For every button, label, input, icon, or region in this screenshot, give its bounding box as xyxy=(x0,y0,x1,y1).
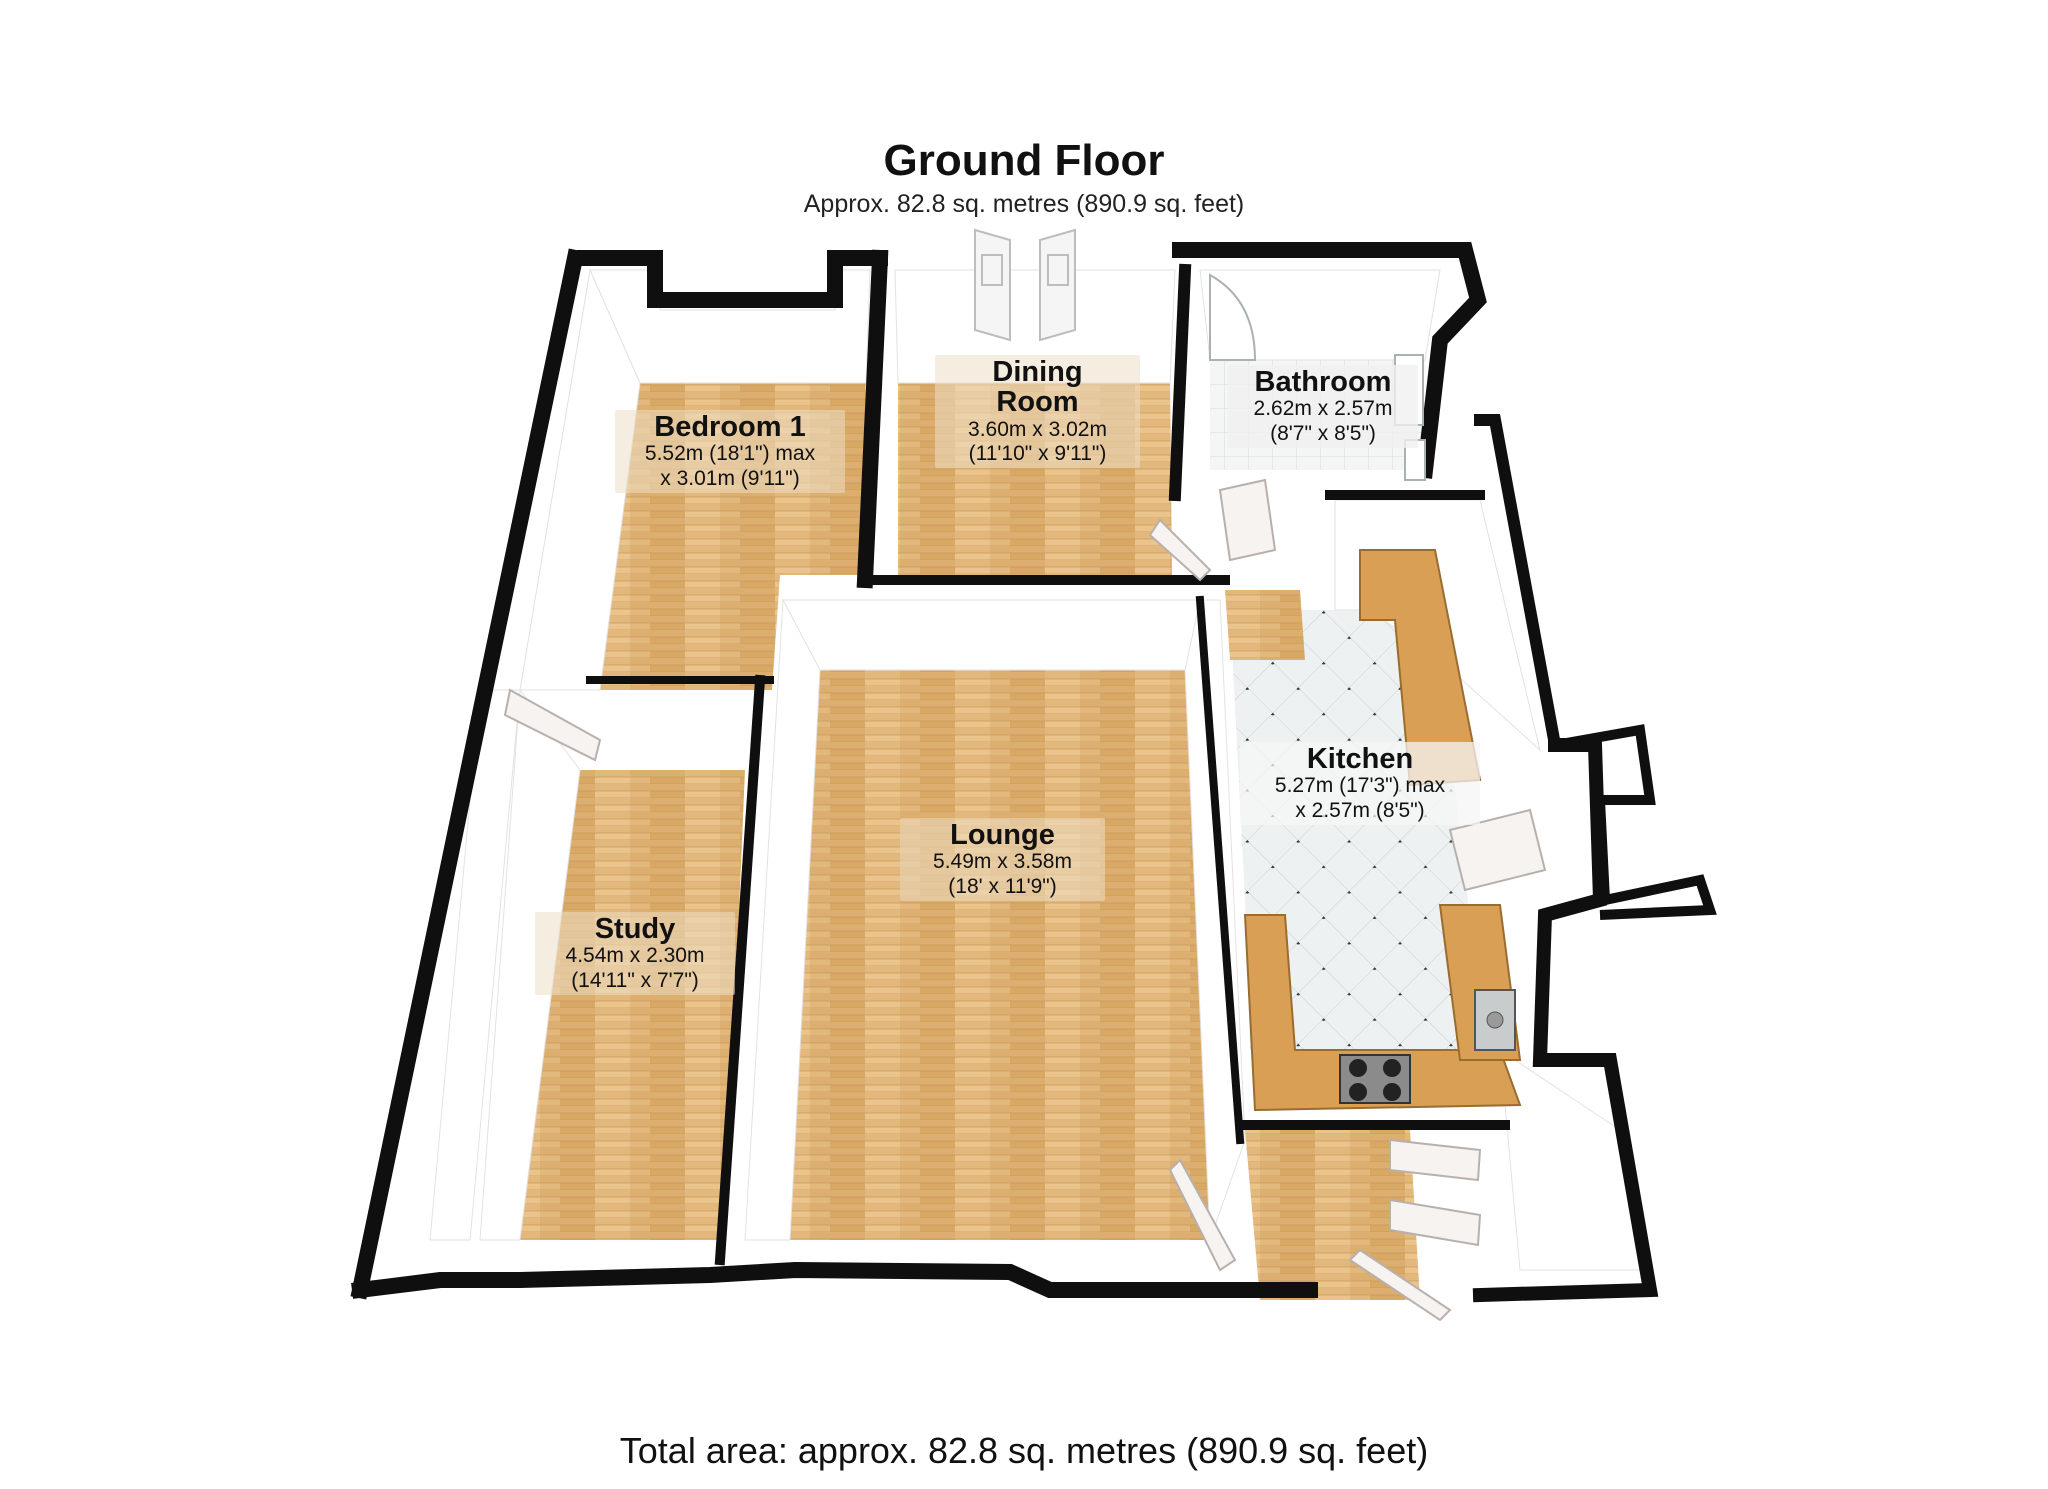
room-dimensions: 3.60m x 3.02m xyxy=(968,417,1107,441)
room-dimensions: (14'11" x 7'7") xyxy=(571,968,699,992)
room-dimensions: 5.52m (18'1") max xyxy=(644,442,816,466)
room-dimensions: 5.27m (17'3") max xyxy=(1274,774,1446,798)
wall-outlines xyxy=(350,242,1659,1303)
floor-area-subtitle: Approx. 82.8 sq. metres (890.9 sq. feet) xyxy=(803,190,1245,218)
room-name: Study xyxy=(594,913,676,945)
sink xyxy=(1474,989,1516,1051)
hall-floor xyxy=(1225,590,1305,660)
room-dimensions: x 2.57m (8'5") xyxy=(1295,798,1425,822)
room-dimensions: (8'7" x 8'5") xyxy=(1270,421,1376,445)
room-name: Dining Room xyxy=(992,356,1083,419)
room-name: Kitchen xyxy=(1306,743,1414,775)
room-label-study: Study 4.54m x 2.30m (14'11" x 7'7") xyxy=(535,912,735,995)
french-doors xyxy=(974,228,1076,342)
total-area-caption: Total area: approx. 82.8 sq. metres (890… xyxy=(619,1430,1429,1471)
room-name: Bedroom 1 xyxy=(654,411,806,443)
room-name: Lounge xyxy=(950,819,1055,851)
room-dimensions: 5.49m x 3.58m xyxy=(933,850,1072,874)
kitchen-units xyxy=(1243,549,1522,1112)
room-label-bedroom-1: Bedroom 1 5.52m (18'1") max x 3.01m (9'1… xyxy=(615,410,845,493)
room-label-dining-room: Dining Room 3.60m x 3.02m (11'10" x 9'11… xyxy=(935,355,1140,469)
room-dimensions: (11'10" x 9'11") xyxy=(968,442,1107,466)
hob xyxy=(1339,1054,1411,1104)
entrance-floor xyxy=(1245,1130,1420,1300)
room-dimensions: (18' x 11'9") xyxy=(948,874,1057,898)
room-label-lounge: Lounge 5.49m x 3.58m (18' x 11'9") xyxy=(900,818,1105,901)
floor-title: Ground Floor xyxy=(883,136,1165,185)
room-label-kitchen: Kitchen 5.27m (17'3") max x 2.57m (8'5") xyxy=(1240,742,1480,825)
room-name: Bathroom xyxy=(1254,366,1392,398)
doors xyxy=(503,478,1547,1322)
room-dimensions: 4.54m x 2.30m xyxy=(565,944,705,968)
study-floor xyxy=(520,770,745,1240)
room-dimensions: x 3.01m (9'11") xyxy=(660,466,800,490)
room-label-bathroom: Bathroom 2.62m x 2.57m (8'7" x 8'5") xyxy=(1228,365,1418,448)
window-bay xyxy=(1554,724,1717,920)
lounge-floor xyxy=(790,670,1210,1240)
room-dimensions: 2.62m x 2.57m xyxy=(1253,397,1393,421)
